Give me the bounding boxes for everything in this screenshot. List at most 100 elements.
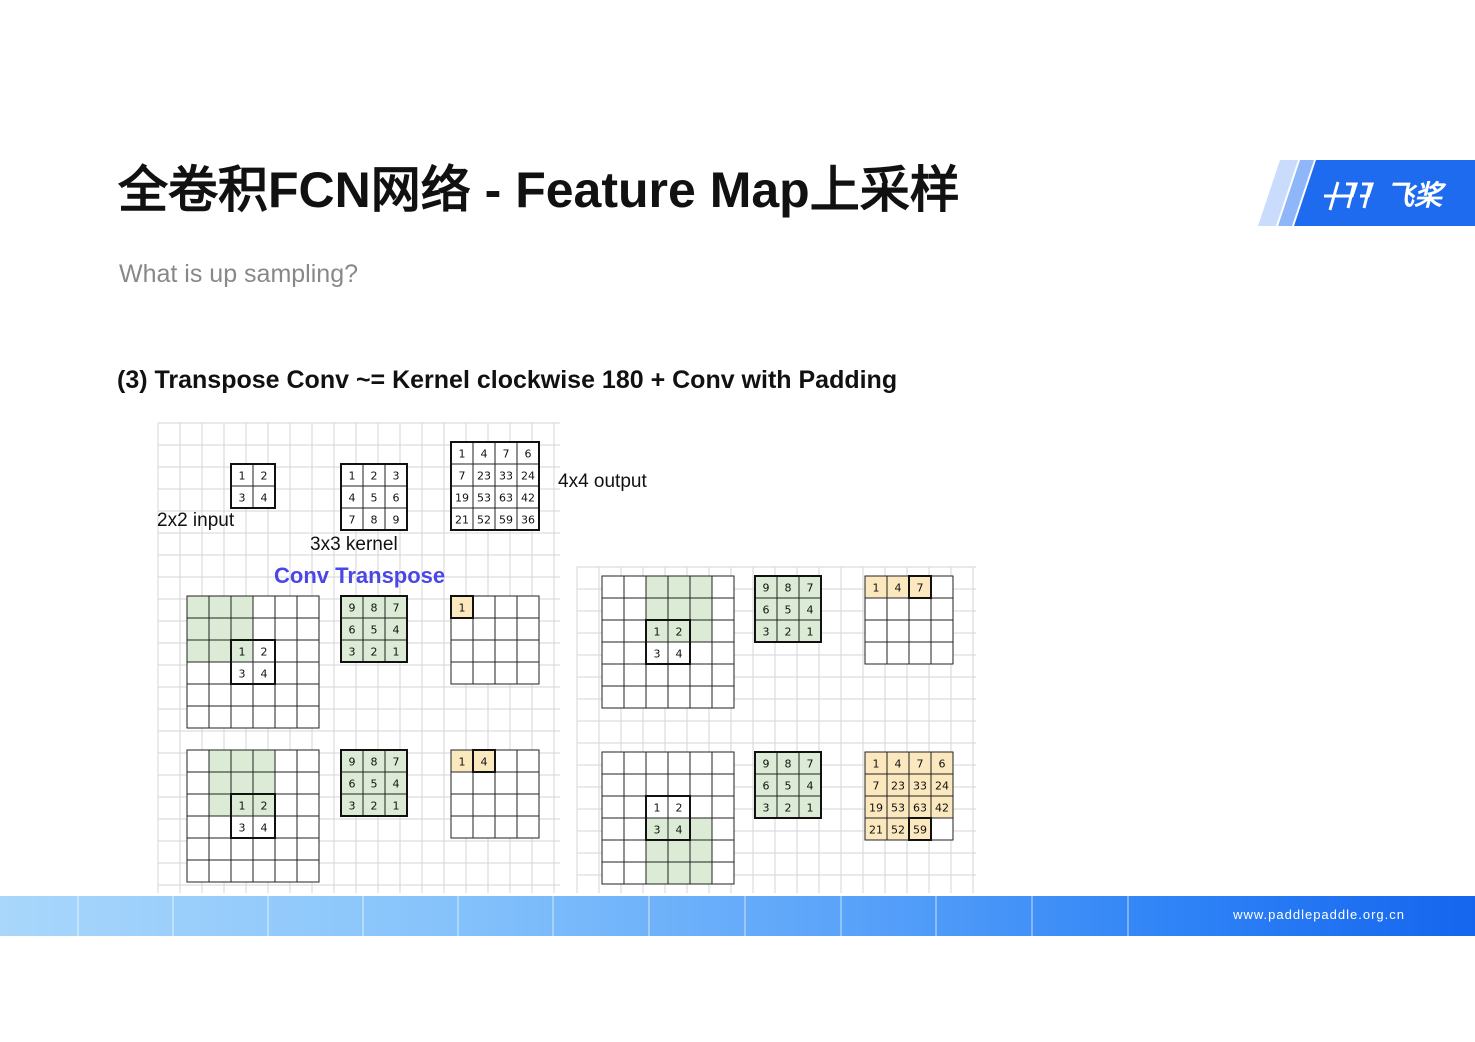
- grid-cell: [252, 837, 276, 861]
- cell-value: 4: [393, 778, 400, 791]
- cell-value: 53: [891, 802, 905, 815]
- grid-cell: [711, 751, 735, 775]
- input-value: 1: [239, 800, 246, 813]
- highlight-box: [645, 795, 691, 841]
- cell-value: 3: [349, 800, 356, 813]
- cell-value: 2: [785, 626, 792, 639]
- cell-value: 19: [869, 802, 883, 815]
- grid-cell: [667, 597, 691, 621]
- cell-value: 7: [503, 448, 510, 461]
- grid-cell: [252, 859, 276, 883]
- slide-subtitle: What is up sampling?: [119, 260, 359, 288]
- grid-cell: [208, 793, 232, 817]
- cell-value: 33: [913, 780, 927, 793]
- grid-cell: [601, 685, 625, 709]
- grid-cell: [450, 617, 474, 641]
- grid-cell: [930, 619, 954, 643]
- highlight-box: [908, 817, 932, 841]
- cell-value: 1: [459, 602, 466, 615]
- grid-cell: [930, 817, 954, 841]
- cell-value: 4: [393, 624, 400, 637]
- grid-cell: [186, 793, 210, 817]
- grid-cell: [667, 663, 691, 687]
- grid-cell: [930, 641, 954, 665]
- grid-cell: [886, 641, 910, 665]
- grid-cell: [472, 771, 496, 795]
- grid-cell: [601, 751, 625, 775]
- cell-value: 4: [895, 582, 902, 595]
- matrix-border: [340, 749, 408, 817]
- cell-value: 42: [935, 802, 949, 815]
- grid-cell: [623, 795, 647, 819]
- cell-value: 2: [371, 470, 378, 483]
- cell-value: 4: [481, 756, 488, 769]
- grid-cell: [208, 705, 232, 729]
- cell-value: 6: [349, 624, 356, 637]
- grid-cell: [494, 661, 518, 685]
- grid-cell: [645, 663, 669, 687]
- grid-cell: [601, 817, 625, 841]
- cell-value: 7: [873, 780, 880, 793]
- cell-value: 4: [261, 492, 268, 505]
- logo-mark-icon: [1324, 181, 1375, 211]
- cell-value: 6: [393, 492, 400, 505]
- grid-cell: [274, 595, 298, 619]
- grid-cell: [645, 773, 669, 797]
- grid-cell: [516, 793, 540, 817]
- input-value: 4: [261, 668, 268, 681]
- grid-cell: [208, 859, 232, 883]
- grid-cell: [516, 749, 540, 773]
- cell-value: 1: [393, 800, 400, 813]
- grid-cell: [667, 773, 691, 797]
- cell-value: 52: [891, 824, 905, 837]
- grid-cell: [601, 795, 625, 819]
- cell-value: 8: [785, 758, 792, 771]
- grid-cell: [274, 815, 298, 839]
- grid-cell: [689, 641, 713, 665]
- grid-cell: [230, 683, 254, 707]
- input-value: 2: [261, 646, 268, 659]
- footer-url: www.paddlepaddle.org.cn: [1233, 907, 1405, 922]
- grid-cell: [274, 793, 298, 817]
- grid-cell: [516, 661, 540, 685]
- grid-cell: [186, 661, 210, 685]
- grid-cell: [623, 861, 647, 885]
- cell-value: 1: [393, 646, 400, 659]
- grid-cell: [450, 793, 474, 817]
- cell-value: 7: [349, 514, 356, 527]
- grid-cell: [864, 619, 888, 643]
- grid-cell: [208, 639, 232, 663]
- grid-cell: [494, 595, 518, 619]
- grid-cell: [601, 575, 625, 599]
- grid-cell: [623, 773, 647, 797]
- grid-cell: [711, 817, 735, 841]
- cell-value: 7: [807, 758, 814, 771]
- cell-value: 9: [393, 514, 400, 527]
- matrix-border: [450, 441, 540, 531]
- grid-cell: [186, 837, 210, 861]
- output-label: 4x4 output: [558, 471, 647, 492]
- matrix-border: [230, 463, 276, 509]
- highlight-box: [230, 793, 276, 839]
- footer-bar: www.paddlepaddle.org.cn: [0, 896, 1475, 936]
- grid-cell: [296, 639, 320, 663]
- cell-value: 2: [261, 470, 268, 483]
- grid-cell: [472, 661, 496, 685]
- input-value: 1: [654, 802, 661, 815]
- grid-cell: [230, 859, 254, 883]
- grid-cell: [711, 839, 735, 863]
- cell-value: 7: [459, 470, 466, 483]
- grid-cell: [601, 839, 625, 863]
- cell-value: 9: [763, 582, 770, 595]
- grid-cell: [450, 771, 474, 795]
- input-value: 4: [676, 648, 683, 661]
- input-value: 3: [239, 668, 246, 681]
- grid-cell: [645, 839, 669, 863]
- grid-cell: [208, 595, 232, 619]
- cell-value: 6: [525, 448, 532, 461]
- cell-value: 63: [913, 802, 927, 815]
- grid-cell: [689, 817, 713, 841]
- grid-cell: [711, 641, 735, 665]
- cell-value: 24: [935, 780, 949, 793]
- grid-cell: [450, 815, 474, 839]
